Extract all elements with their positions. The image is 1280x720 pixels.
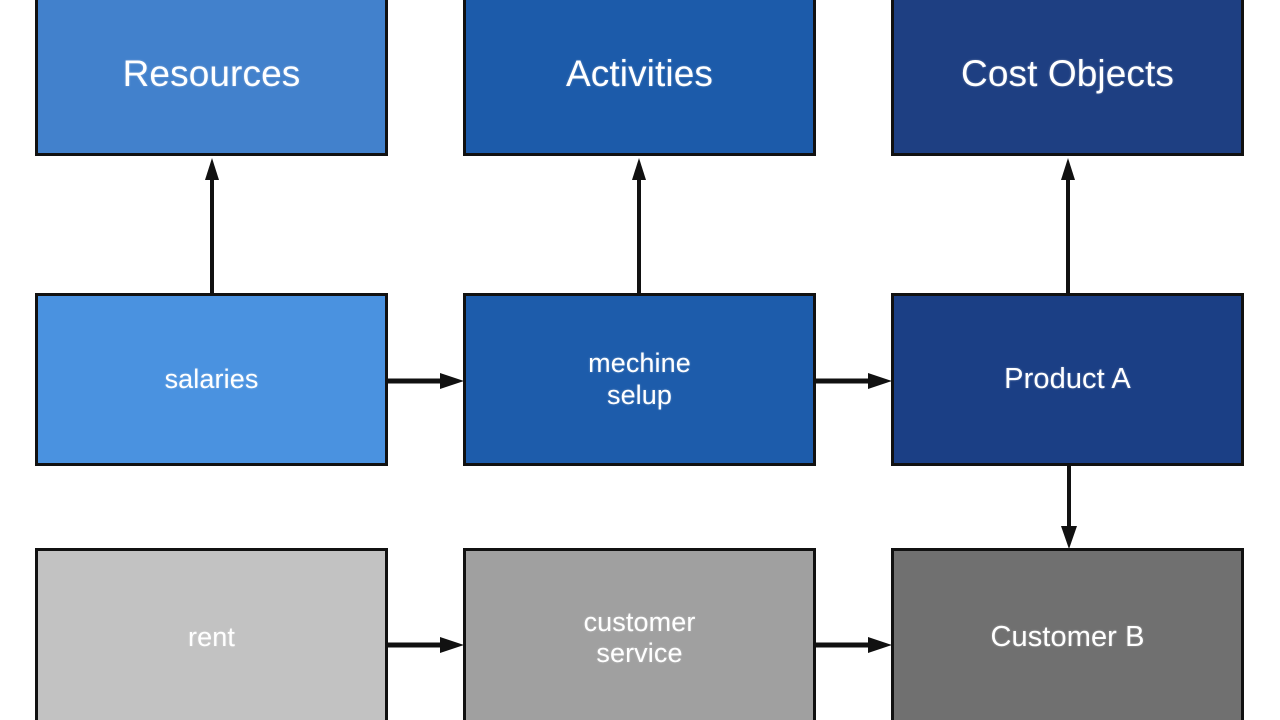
node-label: Cost Objects	[961, 52, 1174, 94]
node-machine-setup[interactable]: mechine selup	[463, 293, 816, 466]
edge-product-a-to-cost-objects	[1061, 156, 1075, 294]
node-label: customer service	[583, 606, 696, 668]
node-header-cost-objects[interactable]: Cost Objects	[891, 0, 1244, 156]
node-label: rent	[188, 622, 235, 653]
node-label: Product A	[1004, 362, 1131, 395]
node-header-resources[interactable]: Resources	[35, 0, 388, 156]
node-rent[interactable]: rent	[35, 548, 388, 720]
edge-machine-setup-to-product-a	[814, 373, 893, 389]
node-customer-service[interactable]: customer service	[463, 548, 816, 720]
edge-customer-service-to-customer-b	[814, 637, 893, 653]
node-customer-b[interactable]: Customer B	[891, 548, 1244, 720]
edge-product-a-to-customer-b	[1061, 464, 1077, 550]
node-header-activities[interactable]: Activities	[463, 0, 816, 156]
node-label: Activities	[566, 52, 713, 94]
node-salaries[interactable]: salaries	[35, 293, 388, 466]
node-label: Resources	[122, 52, 301, 94]
node-label: Customer B	[990, 621, 1145, 654]
edge-machine-setup-to-activities	[632, 156, 646, 294]
node-label: salaries	[164, 363, 259, 394]
node-label: mechine selup	[588, 348, 691, 410]
edge-salaries-to-resources	[205, 156, 219, 294]
node-product-a[interactable]: Product A	[891, 293, 1244, 466]
edge-rent-to-customer-service	[386, 637, 465, 653]
edge-salaries-to-machine-setup	[386, 373, 465, 389]
